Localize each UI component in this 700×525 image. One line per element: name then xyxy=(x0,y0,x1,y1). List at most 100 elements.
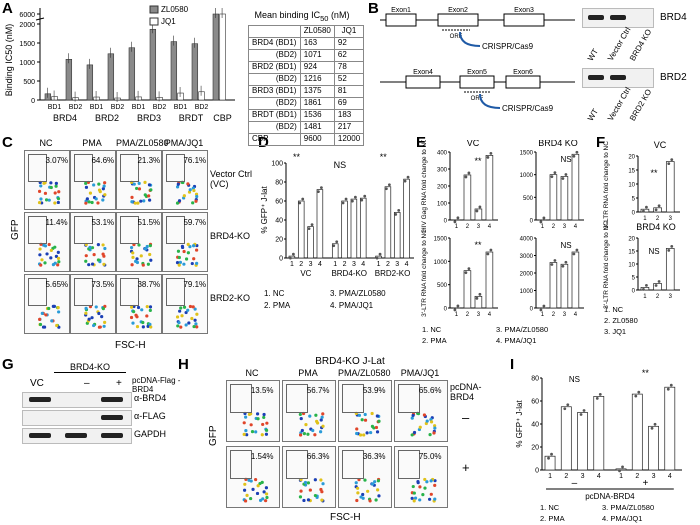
flow-dot xyxy=(376,479,381,483)
panel-label-c: C xyxy=(2,134,13,151)
flow-plot: 76.1% xyxy=(162,150,208,210)
data-point xyxy=(618,469,621,473)
flow-dot xyxy=(56,197,61,201)
flow-dot xyxy=(265,421,269,425)
flow-dot xyxy=(135,257,139,261)
flow-dot xyxy=(40,311,44,315)
legend-item: 1. NC xyxy=(540,503,560,512)
bar-jq1 xyxy=(93,96,100,101)
x-tick-label: 4 xyxy=(574,312,578,318)
ic-cell-name: (BD2) xyxy=(248,96,301,110)
ic-cell-jq: 78 xyxy=(333,60,365,74)
data-point xyxy=(453,220,457,224)
flow-dot xyxy=(87,317,91,321)
flow-gate-percent: 3.07% xyxy=(45,156,69,165)
data-point xyxy=(316,190,320,193)
flow-dot xyxy=(373,480,377,484)
y-tick-label: 100 xyxy=(437,202,448,208)
x-tick-label: 1 xyxy=(333,261,337,268)
bar xyxy=(665,248,675,291)
flow-dot xyxy=(84,185,89,189)
flow-dot xyxy=(143,180,147,185)
panel-h-plus: + xyxy=(462,460,470,475)
flow-dot xyxy=(418,498,422,502)
flow-dot xyxy=(145,244,149,249)
flow-dot xyxy=(433,479,437,483)
flow-dot xyxy=(249,423,253,427)
data-point xyxy=(645,205,648,209)
data-point xyxy=(467,267,471,271)
flow-row-label: BRD2-KO xyxy=(210,293,251,303)
y-tick-label: 6000 xyxy=(19,12,35,19)
flow-dot xyxy=(319,478,323,482)
ic-cell-name: BRD3 (BD1) xyxy=(248,84,301,98)
flow-dot xyxy=(425,480,429,484)
flow-dot xyxy=(245,433,249,437)
ic-cell-zl: 1216 xyxy=(299,72,335,86)
flow-dot xyxy=(195,312,199,316)
y-tick-label: 0 xyxy=(530,219,534,225)
bar xyxy=(631,393,643,471)
data-point xyxy=(670,245,674,248)
flow-dot xyxy=(433,497,437,501)
y-tick-label: 0 xyxy=(535,468,539,475)
flow-dot xyxy=(186,251,190,255)
flow-dot xyxy=(363,412,367,417)
flow-gate xyxy=(166,154,185,183)
flow-plot: 38.7% xyxy=(116,274,162,334)
flow-dot xyxy=(57,310,61,314)
flow-dot xyxy=(88,191,93,195)
flow-dot xyxy=(356,486,360,490)
flow-col-label: PMA/ZL0580 xyxy=(116,138,169,148)
flow-dot xyxy=(177,263,181,267)
data-point xyxy=(378,252,382,256)
x-tick-label: 3 xyxy=(652,473,656,480)
exon6-box xyxy=(505,75,541,89)
flow-dot xyxy=(129,245,134,250)
y-tick-label: 3000 xyxy=(520,254,534,260)
data-point xyxy=(350,199,354,203)
legend-label-zl0580: ZL0580 xyxy=(161,5,189,14)
significance-label: ** xyxy=(474,240,482,250)
flow-dot xyxy=(177,199,182,203)
data-point xyxy=(489,248,493,252)
flow-dot xyxy=(412,491,416,495)
flow-dot xyxy=(303,480,308,485)
flow-dot xyxy=(298,412,302,417)
significance-label: NS xyxy=(560,155,571,164)
flow-plot: 75.0% xyxy=(394,446,448,508)
flow-dot xyxy=(55,323,59,328)
flow-dot xyxy=(195,325,199,329)
y-tick-label: 1000 xyxy=(19,60,35,67)
x-tick-label: 2 xyxy=(552,312,556,318)
blot-g-label-brd4: α-BRD4 xyxy=(134,393,167,403)
flow-dot xyxy=(38,247,42,251)
flow-plot: 13.5% xyxy=(226,380,280,442)
flow-dot xyxy=(130,195,134,199)
flow-dot xyxy=(52,304,57,308)
flow-dot xyxy=(90,200,94,205)
ic-cell-zl: 1375 xyxy=(299,84,335,98)
flow-dot xyxy=(49,248,53,253)
flow-dot xyxy=(137,181,141,185)
flow-gate xyxy=(230,450,252,479)
flow-col-label: NC xyxy=(39,138,53,148)
flow-dot xyxy=(133,201,137,205)
flow-dot xyxy=(192,188,196,193)
legend-item: 2. PMA xyxy=(540,514,565,523)
x-tick-label: 1 xyxy=(290,261,294,268)
x-tick-label: 4 xyxy=(488,312,492,318)
flow-dot xyxy=(255,491,260,496)
flow-dot xyxy=(131,251,135,255)
exon5-box xyxy=(459,75,495,89)
flow-dot xyxy=(149,258,153,262)
flow-plot: 66.3% xyxy=(282,446,336,508)
flow-dot xyxy=(262,490,266,494)
x-tick-label: 4 xyxy=(405,261,409,268)
flow-dot xyxy=(94,197,98,201)
flow-dot xyxy=(412,430,417,435)
flow-dot xyxy=(178,309,182,313)
